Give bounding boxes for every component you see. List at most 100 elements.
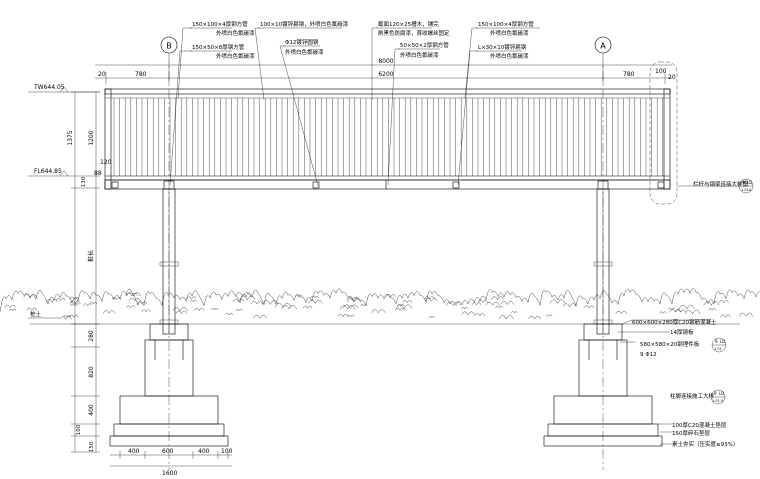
annotation-leaders	[169, 27, 540, 187]
railing	[104, 88, 671, 190]
annotation-5-line2: 刷黑色防腐漆，首收螺丝固定	[378, 29, 450, 37]
dim-left-edge: 20	[98, 71, 106, 78]
annotation-4-line2: 外喷白色氟碳漆	[285, 48, 324, 56]
elevation-floor: FL644.85	[28, 168, 100, 177]
dim-v-280: 280	[88, 330, 95, 342]
shrub-curl	[310, 295, 320, 299]
shrub-curl	[562, 303, 577, 308]
shrub-curl	[250, 300, 263, 305]
dim-b-100: 100	[221, 448, 233, 455]
shrub-curl	[239, 295, 256, 301]
shrub-curl	[302, 305, 313, 309]
top-annotations: 150×100×4厚钢方管 外喷白色氟碳漆 150×50×8厚钢方管 外喷白色氟…	[192, 20, 534, 60]
shrub-curl	[583, 305, 595, 309]
shrub-curl	[274, 303, 292, 308]
dim-v-820: 820	[88, 366, 95, 378]
annotation-4-line1: Φ12镀锌圆钢	[285, 38, 319, 46]
elevation-top-label: TW644.05	[33, 84, 65, 91]
shrub-curl	[89, 301, 98, 305]
shrub-curl	[396, 304, 412, 310]
shrub-curl	[111, 297, 122, 300]
dim-right-span: 780	[623, 71, 635, 78]
detail-tag-2-bottom: 1.01	[714, 347, 722, 351]
shrub-curl	[425, 298, 438, 302]
shrub-curl	[294, 294, 303, 298]
shrub-curl	[402, 300, 413, 304]
shrub-curl	[141, 309, 151, 313]
shrub-curl	[342, 304, 359, 309]
right-annotation-7: 150厚碎石垫层	[672, 429, 710, 437]
dim-b-600: 600	[162, 448, 174, 455]
shrub-curl	[175, 310, 188, 314]
dim-left-span: 780	[135, 71, 147, 78]
dim-v-120: 120	[100, 159, 112, 166]
annotation-1-line2: 外喷白色氟碳漆	[216, 29, 255, 37]
shrub-curl	[478, 299, 488, 303]
shrub-band	[0, 288, 760, 320]
annotation-5-line1: 截面120×25槽木，铺完	[378, 20, 439, 28]
top-dimension-chain: 20 780 8000 6200 780 100 20	[95, 58, 676, 84]
dim-v-130: 130	[81, 176, 87, 187]
shrub-curl	[428, 316, 436, 319]
elevation-floor-label: FL644.85	[34, 168, 62, 175]
dim-b-1600: 1600	[162, 470, 177, 477]
right-annotation-2: 14厚钢板	[670, 328, 694, 336]
footing-right	[543, 323, 663, 447]
detail-tag-2-right: LD	[720, 339, 725, 344]
shrub-curl	[720, 314, 731, 318]
shrub-curl	[136, 301, 148, 305]
annotation-8-line1: L×30×10镀锌扁钢	[478, 43, 527, 51]
dim-right-edge: 100	[655, 68, 667, 75]
shrub-curl	[346, 298, 362, 303]
shrub-curl	[210, 308, 219, 311]
shrub-curl	[395, 308, 406, 312]
shrub-curl	[675, 309, 687, 313]
grid-axis-b: B	[160, 36, 178, 470]
shrub-curl	[235, 292, 251, 297]
shrub-curl	[474, 313, 486, 317]
shrub-outline	[0, 288, 760, 313]
grid-axis-b-label: B	[166, 42, 172, 51]
dim-v-400: 400	[88, 404, 95, 416]
shrub-curl	[511, 311, 518, 314]
annotation-7-line2: 外喷白色氟碳漆	[490, 29, 529, 37]
right-annotation-4: 9 Φ12	[640, 352, 657, 358]
shrub-curl	[684, 310, 701, 315]
annotation-8-line2: 外喷白色氟碳漆	[490, 52, 529, 60]
annotation-2-line2: 外喷白色氟碳漆	[216, 52, 255, 60]
shrub-curl	[308, 299, 323, 304]
shrub-curl	[397, 304, 405, 307]
ground-label: 桩土	[30, 310, 42, 318]
detail-tag-3-right: LD	[719, 391, 724, 396]
shrub-curl	[232, 298, 245, 303]
shrub-curl	[339, 305, 356, 310]
detail-tag-1-bottom: 1.01A	[741, 188, 752, 192]
shrub-curl	[491, 296, 505, 301]
dim-middle: 6200	[378, 71, 393, 78]
shrub-curl	[739, 312, 754, 317]
shrub-curl	[500, 301, 515, 305]
annotation-7-line1: 150×100×4厚钢方管	[478, 20, 534, 28]
balusters	[113, 98, 663, 176]
annotation-6-line2: 外喷白色氟碳漆	[400, 51, 439, 59]
column-left	[159, 188, 179, 335]
shrub-curl	[172, 307, 188, 312]
annotation-2-line1: 150×50×8厚钢方管	[192, 43, 245, 51]
shrub-curl	[495, 305, 503, 309]
elevation-top: TW644.05	[28, 84, 100, 93]
shrub-curl	[485, 301, 500, 306]
annotation-6-line1: 50×50×2厚钢方管	[400, 41, 449, 49]
shrub-curl	[4, 304, 16, 309]
right-annotations: 600×600×280厚C20钢筋混凝土 14厚钢板 580×580×20钢埋件…	[618, 318, 738, 448]
dim-total: 8000	[378, 58, 393, 65]
shrub-curl	[55, 298, 66, 301]
shrub-curl	[125, 292, 139, 297]
shrub-curl	[360, 304, 367, 307]
shrub-curl	[528, 315, 541, 320]
shrub-curl	[678, 304, 696, 310]
dim-right-edge2: 20	[668, 74, 676, 81]
dim-v-88: 88	[94, 170, 102, 177]
shrub-curl	[668, 307, 676, 311]
shrub-curl	[669, 308, 681, 313]
right-annotation-3: 580×580×20钢埋件板	[640, 340, 700, 348]
